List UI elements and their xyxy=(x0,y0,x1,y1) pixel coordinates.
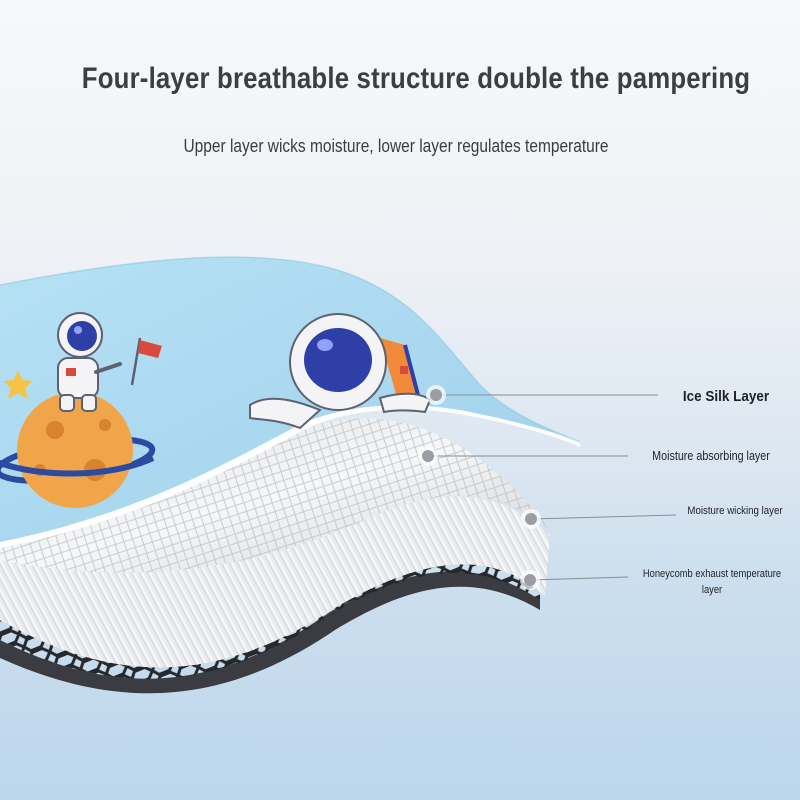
astronaut-icon xyxy=(57,312,122,412)
label-moisture-absorbing-layer: Moisture absorbing layer xyxy=(652,449,770,463)
page-subtitle: Upper layer wicks moisture, lower layer … xyxy=(183,136,609,156)
callout-dot-icon xyxy=(520,570,540,590)
label-ice-silk-layer: Ice Silk Layer xyxy=(682,388,770,405)
callout-dot-icon xyxy=(521,509,541,529)
astronaut-icon xyxy=(249,313,432,430)
callout-dot-icon xyxy=(426,385,446,405)
flag-icon xyxy=(130,337,162,386)
planet-icon xyxy=(0,392,156,508)
page-title: Four-layer breathable structure double t… xyxy=(81,62,751,95)
callout-line xyxy=(530,514,677,520)
callout-dot-icon xyxy=(418,446,438,466)
star-icon xyxy=(3,370,33,399)
callout-line xyxy=(529,576,629,581)
label-moisture-wicking-layer: Moisture wicking layer xyxy=(687,505,783,517)
honeycomb-layer xyxy=(0,571,540,694)
label-honeycomb-layer: Honeycomb exhaust temperature layer xyxy=(642,568,782,596)
